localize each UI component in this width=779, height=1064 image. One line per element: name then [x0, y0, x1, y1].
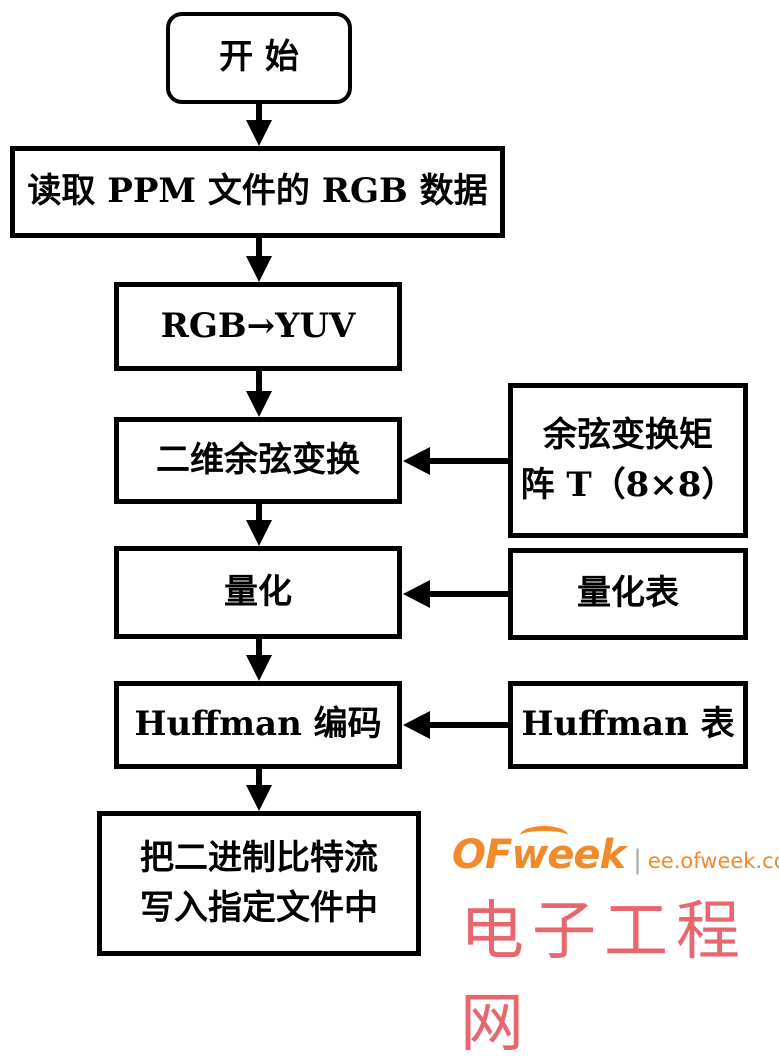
quantize-label: 量化 — [224, 571, 292, 612]
quant-table-input: 量化表 — [508, 548, 748, 640]
huffman-table-input: Huffman 表 — [508, 681, 748, 769]
watermark-logo: OFweek — [452, 832, 626, 878]
dct-matrix-line1: 余弦变换矩 — [542, 415, 713, 456]
arrowhead-quanttable-to-quantize — [403, 580, 430, 608]
arrowhead-matrix-to-dct — [403, 447, 430, 475]
write-file-line2: 写入指定文件中 — [140, 887, 378, 928]
arrowhead-dct — [246, 391, 272, 417]
huffman-encode-label: Huffman 编码 — [134, 704, 382, 745]
start-label: 开 始 — [219, 37, 299, 78]
connector-layer — [246, 104, 508, 811]
write-file-line1: 把二进制比特流 — [140, 838, 378, 879]
arrowhead-convert — [246, 256, 272, 282]
dct-matrix-input: 余弦变换矩 阵 T（8×8） — [508, 383, 748, 538]
arrowhead-quantize — [246, 520, 272, 546]
watermark-swoosh — [520, 826, 568, 845]
dct-step: 二维余弦变换 — [114, 417, 402, 504]
dct-label: 二维余弦变换 — [156, 439, 360, 480]
write-file-step: 把二进制比特流 写入指定文件中 — [97, 811, 421, 956]
start-node: 开 始 — [166, 12, 352, 104]
arrowhead-huffman — [246, 655, 272, 681]
watermark-url: ee.ofweek.com — [647, 849, 779, 873]
huffman-table-label: Huffman 表 — [521, 704, 735, 745]
rgb-yuv-label: RGB→YUV — [160, 305, 356, 346]
read-rgb-label: 读取 PPM 文件的 RGB 数据 — [27, 171, 488, 212]
quant-table-label: 量化表 — [577, 573, 679, 614]
arrowhead-read — [246, 120, 272, 146]
dct-matrix-line2: 阵 T（8×8） — [520, 464, 736, 505]
watermark-divider: | — [633, 845, 642, 875]
read-rgb-step: 读取 PPM 文件的 RGB 数据 — [10, 146, 505, 238]
flowchart-canvas: 开 始 读取 PPM 文件的 RGB 数据 RGB→YUV 二维余弦变换 余弦变… — [10, 12, 779, 1061]
rgb-yuv-step: RGB→YUV — [114, 282, 402, 371]
watermark-brand: OFweek | ee.ofweek.com — [452, 832, 779, 878]
arrowhead-write — [246, 785, 272, 811]
quantize-step: 量化 — [114, 546, 402, 639]
huffman-encode-step: Huffman 编码 — [114, 681, 402, 769]
arrowhead-hufftable-to-huffman — [403, 711, 430, 739]
watermark-title: 电子工程网 — [460, 895, 748, 1061]
